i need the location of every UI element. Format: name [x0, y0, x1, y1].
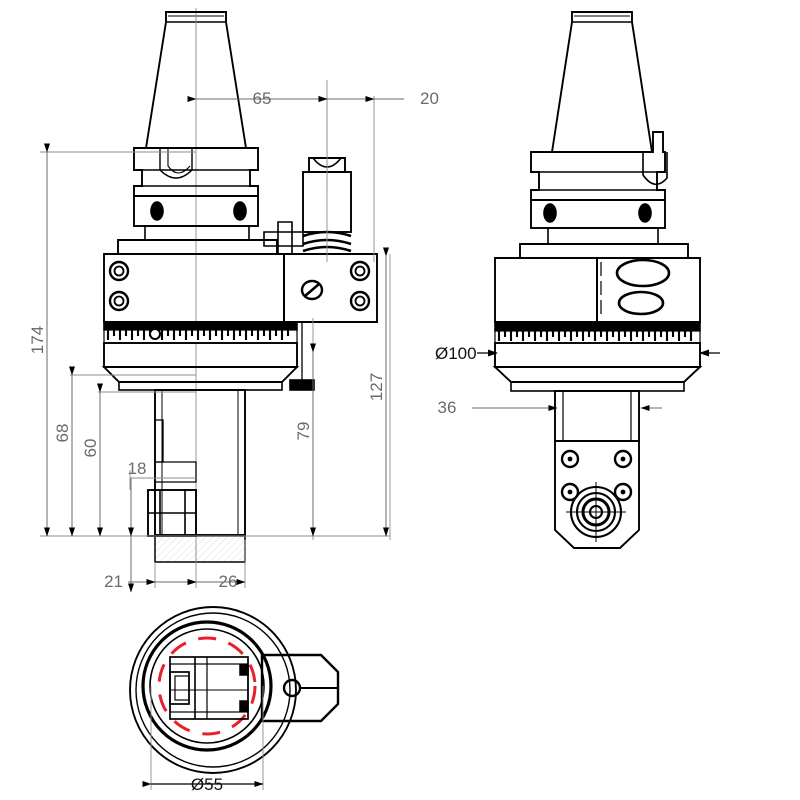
body-marking-lower	[617, 290, 665, 316]
spindle-nose	[101, 366, 300, 536]
outer-circle-1	[129, 606, 297, 774]
dim-label-60: 60	[81, 439, 100, 458]
dim-label-20: 20	[420, 89, 439, 108]
dim-label-65: 65	[253, 89, 272, 108]
dim-label-100: Ø100	[435, 344, 477, 363]
dim-label-127: 127	[367, 373, 386, 401]
lock-ball-left	[150, 201, 164, 221]
lock-ball-right	[233, 201, 247, 221]
side-lock-ball-right	[638, 203, 652, 223]
body-bolt-top-left	[108, 260, 130, 282]
bolt-circle-highlight	[157, 636, 257, 736]
collet-nut	[147, 489, 246, 563]
graduation-scale-band	[103, 321, 298, 368]
bottom-view	[129, 606, 340, 774]
dim-label-18: 18	[128, 459, 147, 478]
inner-ring-thick	[141, 620, 273, 752]
dim-label-68: 68	[53, 424, 72, 443]
side-lug	[260, 653, 340, 723]
body-bolt-bottom-left	[108, 290, 130, 312]
body-bolt-bottom-right	[349, 290, 371, 312]
dim-label-174: 174	[28, 326, 47, 354]
main-body-block	[103, 253, 371, 323]
dim-label-26: 26	[219, 572, 238, 591]
bottom-view-dimensions: Ø55	[142, 686, 264, 794]
slot-screw	[300, 279, 324, 301]
scale-index-hole	[149, 328, 161, 340]
dim-label-21: 21	[104, 572, 123, 591]
inner-ring-thin	[149, 628, 265, 744]
outer-circle-2	[135, 612, 291, 768]
side-housing	[283, 253, 378, 323]
side-view-dimensions: Ø100 36	[435, 344, 720, 417]
output-spindle-bore	[566, 482, 626, 542]
dim-label-79: 79	[294, 422, 313, 441]
head-bolts	[560, 449, 633, 502]
side-spindle-nose	[492, 366, 703, 549]
center-housing-detail	[169, 656, 249, 720]
body-marking-upper	[615, 258, 671, 288]
scale-ticks	[106, 330, 290, 340]
front-section-view	[101, 8, 371, 563]
side-lock-ball-left	[543, 203, 557, 223]
dim-label-36: 36	[438, 398, 457, 417]
side-scale-ticks	[497, 331, 693, 341]
dim-label-55: Ø55	[191, 775, 223, 794]
angle-head-housing	[554, 440, 640, 549]
front-view-dimensions: 65 20 174 68 60 18 127 79 21 26	[28, 14, 439, 593]
body-bolt-top-right	[349, 260, 371, 282]
